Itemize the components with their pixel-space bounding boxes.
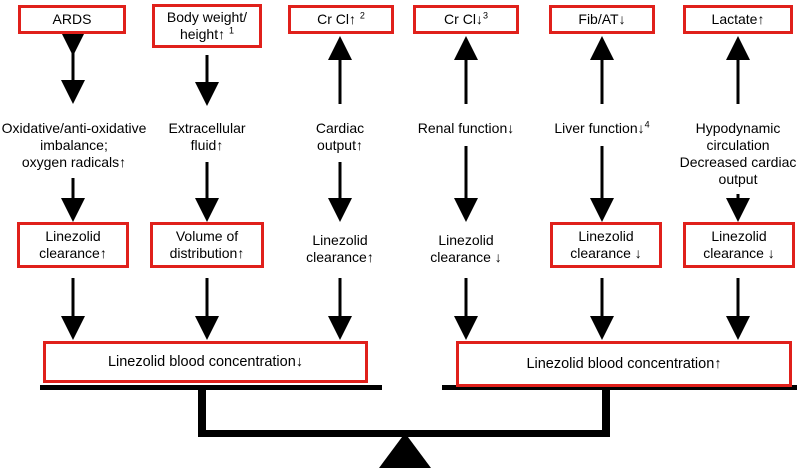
volume-distribution-label: Volume of distribution↑ [169,228,245,261]
crossbar [198,430,610,437]
right-concentration-label: Linezolid blood concentration↑ [526,355,722,372]
left-beam [40,385,382,390]
box-body-weight: Body weight/ height↑ 1 [152,4,262,48]
box-volume-distribution: Volume of distribution↑ [150,222,264,268]
box-ards: ARDS [18,5,126,34]
box-linezolid-clearance-up-1: Linezolid clearance↑ [17,222,129,268]
left-concentration-label: Linezolid blood concentration↓ [107,353,304,370]
box-crcl-up: Cr Cl↑ 2 [288,5,394,34]
crcl-up-label: Cr Cl↑ 2 [317,10,365,27]
right-beam [442,385,797,390]
lactate-label: Lactate↑ [711,11,765,27]
ards-label: ARDS [52,11,92,27]
linezolid-clearance-up-label: Linezolid clearance↑ [39,228,107,261]
linezolid-clearance-up-2-text: Linezolid clearance↑ [306,232,374,265]
linezolid-clearance-down-1-text: Linezolid clearance ↓ [430,232,502,265]
renal-function-text: Renal function↓ [417,120,515,136]
linezolid-clearance-down-2-label: Linezolid clearance ↓ [570,228,642,261]
hypodynamic-text: Hypodynamic circulation Decreased cardia… [679,120,797,187]
box-fib-at: Fib/AT↓ [549,5,655,34]
box-linezolid-clearance-down-3: Linezolid clearance ↓ [683,222,795,268]
crcl-down-label: Cr Cl↓3 [444,10,488,27]
box-left-concentration: Linezolid blood concentration↓ [43,341,368,383]
balance-scale [40,385,797,468]
box-lactate: Lactate↑ [683,5,793,34]
linezolid-clearance-down-3-label: Linezolid clearance ↓ [703,228,775,261]
box-linezolid-clearance-down-2: Linezolid clearance ↓ [550,222,662,268]
extracellular-text: Extracellular fluid↑ [168,120,246,153]
fib-at-label: Fib/AT↓ [578,11,626,27]
left-post [198,390,206,434]
right-post [602,390,610,434]
box-right-concentration: Linezolid blood concentration↑ [456,341,792,387]
cardiac-output-text: Cardiac output↑ [315,120,365,153]
box-crcl-down: Cr Cl↓3 [413,5,519,34]
fulcrum-triangle [379,433,431,468]
liver-function-text: Liver function↓4 [554,119,650,136]
body-weight-label: Body weight/ height↑ 1 [166,9,248,42]
oxidative-text: Oxidative/anti-oxidative imbalance; oxyg… [1,120,147,170]
